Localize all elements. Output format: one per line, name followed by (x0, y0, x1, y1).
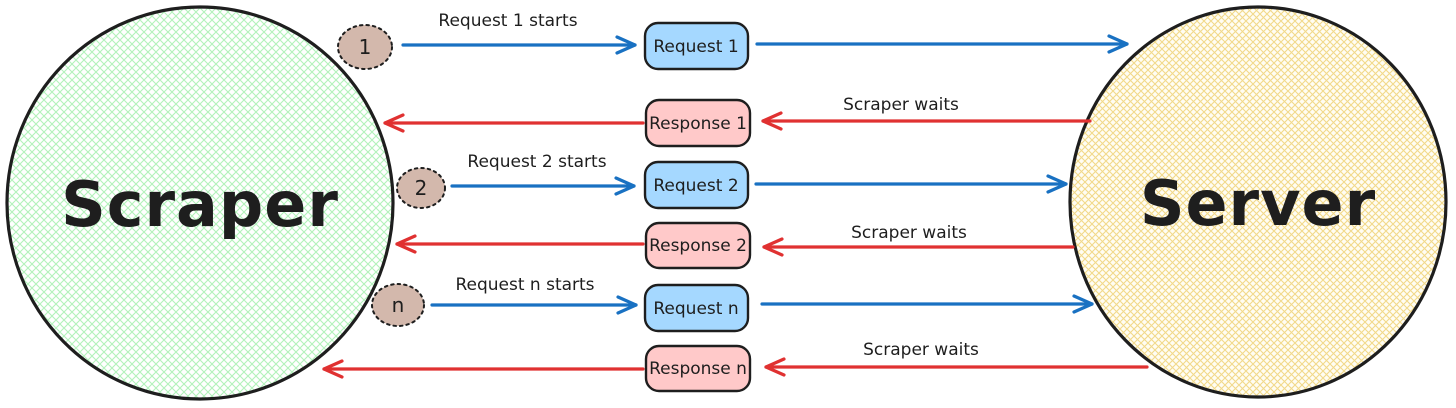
response-note: Scraper waits (851, 223, 967, 243)
scraper-label: Scraper (61, 168, 339, 241)
server-actor: Server (1068, 5, 1448, 399)
request-box (643, 160, 750, 210)
sequence-row-2: 2 Request 2 starts Request 2 Scraper wai… (395, 152, 1075, 270)
step-badge (337, 24, 393, 70)
response-box (644, 221, 752, 270)
scraper-circle (5, 5, 395, 401)
sequence-row-1: 1 Request 1 starts Request 1 Scraper wai… (337, 11, 1129, 148)
response-box-label: Response 2 (649, 236, 747, 256)
response-box-label: Response n (649, 359, 747, 379)
response-note: Scraper waits (863, 340, 979, 360)
response-box (644, 98, 752, 148)
step-badge-label: 2 (415, 176, 428, 200)
server-label: Server (1140, 167, 1376, 240)
request-box (643, 21, 750, 71)
request-note: Request n starts (455, 275, 594, 295)
step-badge (396, 167, 446, 209)
request-note: Request 1 starts (438, 11, 577, 31)
step-badge-label: n (392, 293, 405, 317)
sequence-row-n: n Request n starts Request n Scraper wai… (322, 275, 1149, 393)
request-box-label: Request n (653, 299, 738, 319)
scraper-actor: Scraper (5, 5, 395, 401)
request-box (643, 283, 750, 333)
request-note: Request 2 starts (467, 152, 606, 172)
request-box-label: Request 2 (653, 176, 738, 196)
request-box-label: Request 1 (653, 37, 738, 57)
response-note: Scraper waits (843, 95, 959, 115)
step-badge (371, 283, 425, 327)
response-box (644, 344, 752, 393)
server-circle (1068, 5, 1448, 399)
response-box-label: Response 1 (649, 114, 747, 134)
step-badge-label: 1 (359, 35, 372, 59)
